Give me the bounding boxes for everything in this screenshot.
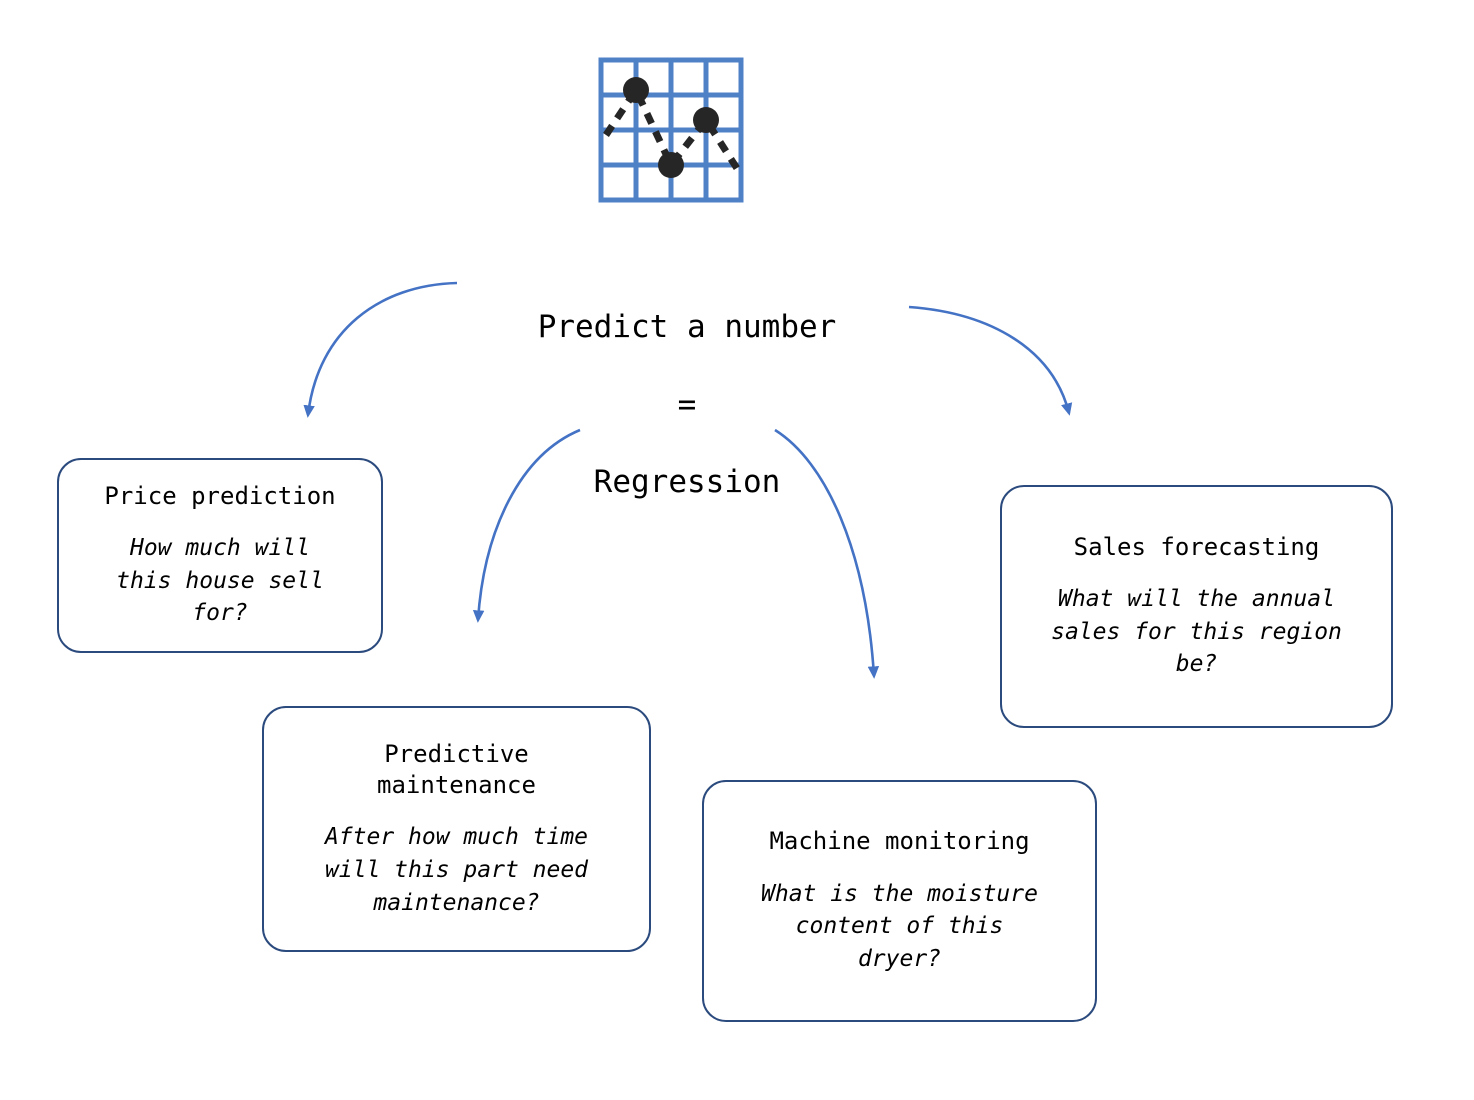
node-question: After how much time will this part need … — [324, 824, 589, 916]
arrow-to-price-prediction — [303, 281, 458, 418]
node-box-predictive-maintenance[interactable]: Predictive maintenance After how much ti… — [262, 706, 651, 952]
center-title: Predict a number = Regression — [437, 266, 937, 544]
node-question: What is the moisture content of this dry… — [761, 880, 1038, 972]
node-question: What will the annual sales for this regi… — [1051, 586, 1342, 678]
center-title-line1: Predict a number — [537, 309, 837, 346]
node-box-price-prediction[interactable]: Price prediction How much will this hous… — [57, 458, 383, 653]
scatter-plot-grid-icon — [598, 57, 744, 203]
node-box-sales-forecasting[interactable]: Sales forecasting What will the annual s… — [1000, 485, 1393, 728]
node-title: Sales forecasting — [1073, 532, 1320, 561]
center-title-equals: = — [677, 386, 697, 423]
center-title-line3: Regression — [593, 463, 781, 500]
node-box-machine-monitoring[interactable]: Machine monitoring What is the moisture … — [702, 780, 1097, 1022]
node-title: Machine monitoring — [769, 827, 1030, 856]
node-question: How much will this house sell for? — [116, 535, 324, 627]
node-title: Predictive maintenance — [377, 739, 536, 800]
node-title: Price prediction — [104, 481, 336, 510]
